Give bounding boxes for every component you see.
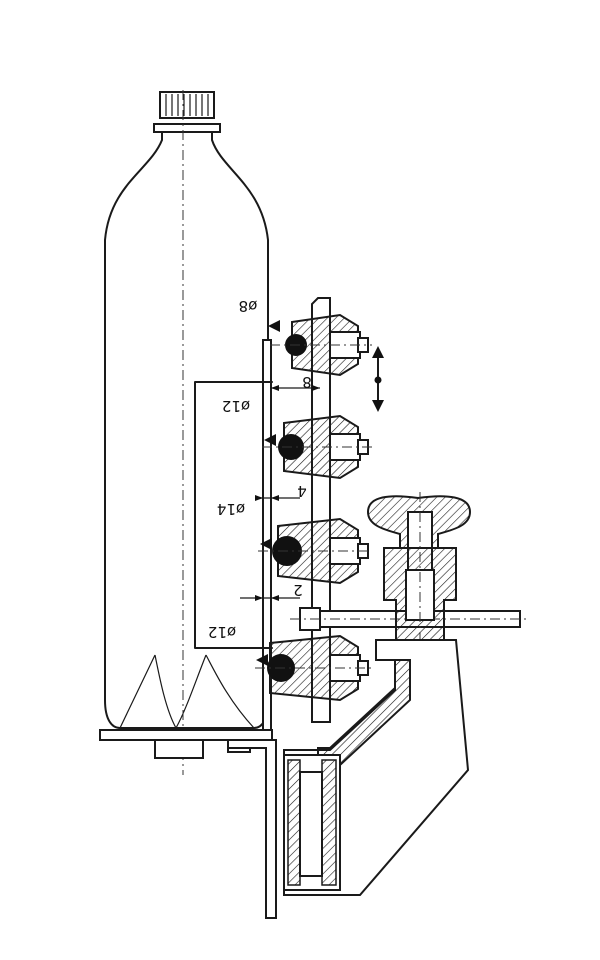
- roller-clamp-4: [255, 634, 372, 702]
- dim-label-w8: 8: [302, 373, 312, 391]
- dimension-lines: [240, 320, 320, 666]
- bottle-cap: [159, 91, 215, 119]
- roller-clamp-2: [262, 414, 372, 480]
- dim-label-d8: ø8: [239, 297, 258, 315]
- roller-clamp-3: [258, 517, 372, 585]
- base-plate: [99, 729, 277, 919]
- bottle-neck-ring: [153, 123, 221, 133]
- dim-label-d14: ø14: [217, 500, 245, 518]
- bottle-body: [104, 131, 269, 729]
- dim-label-d12-bottom: ø12: [208, 623, 236, 641]
- clamp-knob-assembly: [366, 492, 472, 650]
- reference-outline: [194, 381, 273, 649]
- dim-label-d12-top: ø12: [222, 397, 250, 415]
- dim-label-w2: 2: [293, 581, 303, 599]
- bottle-base-petals: [119, 654, 255, 729]
- cap-ribs: [165, 94, 209, 116]
- guide-bar: [262, 339, 272, 731]
- roller-clamp-1: [270, 313, 372, 377]
- bracket-housing: [283, 639, 470, 896]
- bottle: [104, 90, 269, 775]
- dim-label-w4: 4: [297, 482, 307, 500]
- double-arrow-vertical-icon: [372, 346, 384, 412]
